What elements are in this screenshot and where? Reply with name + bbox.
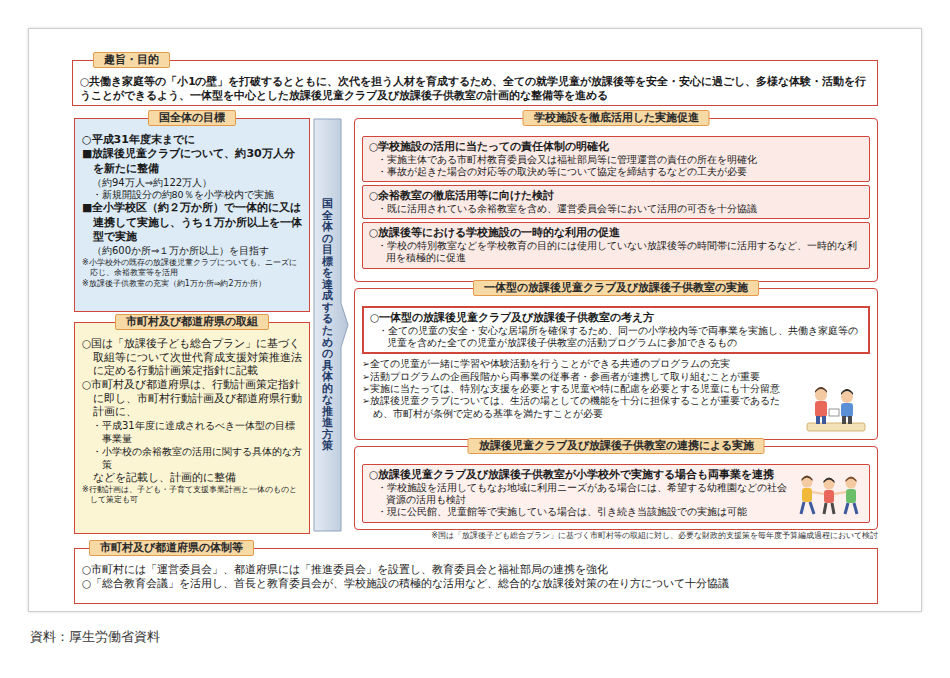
heading-tab: 国全体の目標 (148, 110, 236, 126)
body-text: などを記載し、計画的に整備 (82, 471, 302, 485)
box-title: ○余裕教室の徹底活用等に向けた検討 (369, 189, 863, 203)
heading-tab: 市町村及び都道府県の取組 (115, 314, 269, 330)
box-title: ○学校施設の活用に当たっての責任体制の明確化 (369, 140, 863, 154)
measure-box: ○放課後児童クラブ及び放課後子供教室が小学校外で実施する場合も両事業を連携・学校… (362, 464, 870, 523)
section-box: 放課後児童クラブ及び放課後子供教室の連携による実施○放課後児童クラブ及び放課後子… (354, 446, 878, 530)
pointer-item: ➢活動プログラムの企画段階から両事業の従事者・参画者が連携して取り組むことが重要 (362, 371, 870, 383)
figure-text: （約94万人⇒約122万人） (82, 176, 302, 189)
heading-tab: 一体型の放課後児童クラブ及び放課後子供教室の実施 (473, 280, 759, 296)
paragraph-text: ○市町村及び都道府県は、行動計画策定指針に即し、市町村行動計画及び都道府県行動計… (82, 378, 302, 419)
measure-box: ○余裕教室の徹底活用等に向けた検討・既に活用されている余裕教室を含め、運営委員会… (362, 185, 870, 219)
heading-tab: 市町村及び都道府県の体制等 (89, 540, 254, 556)
bullet-item: ・事故が起きた場合の対応等の取決め等について協定を締結するなどの工夫が必要 (369, 166, 863, 178)
strategy-arrow: 国全体の目標を達成するための具体的な推進方策 (313, 118, 349, 532)
vertical-text: 国全体の目標を達成するための具体的な推進方策 (322, 198, 333, 452)
pointer-item: ➢実施に当たっては、特別な支援を必要とする児童や特に配慮を必要とする児童にも十分… (362, 383, 870, 395)
footnote-text: ※国は「放課後子ども総合プラン」に基づく市町村等の取組に対し、必要な財政的支援策… (318, 531, 878, 541)
purpose-box: 趣旨・目的○共働き家庭等の「小1の壁」を打破するとともに、次代を担う人材を育成す… (72, 60, 878, 106)
goal-item: ■放課後児童クラブについて、約30万人分を新たに整備 (82, 147, 302, 176)
pointer-item: ➢全ての児童が一緒に学習や体験活動を行うことができる共通のプログラムの充実 (362, 358, 870, 370)
measure-box: ○放課後等における学校施設の一時的な利用の促進・学校の特別教室などを学校教育の目… (362, 222, 870, 268)
bullet-item: ・既に活用されている余裕教室を含め、運営委員会等において活用の可否を十分協議 (369, 203, 863, 215)
plan-box: 市町村及び都道府県の取組○国は「放課後子ども総合プラン」に基づく取組等について次… (74, 322, 310, 534)
paragraph-text: ○「総合教育会議」を活用し、首長と教育委員会が、学校施設の積極的な活用など、総合… (82, 577, 870, 591)
source-caption: 資料：厚生労働省資料 (30, 628, 160, 646)
goal-item: ■全小学校区（約２万か所）で一体的に又は連携して実施し、うち１万か所以上を一体型… (82, 201, 302, 244)
box-title: ○放課後等における学校施設の一時的な利用の促進 (369, 226, 863, 240)
section-box: 学校施設を徹底活用した実施促進○学校施設の活用に当たっての責任体制の明確化・実施… (354, 118, 878, 282)
box-title: ○放課後児童クラブ及び放課後子供教室が小学校外で実施する場合も両事業を連携 (369, 468, 791, 482)
bullet-item: ・全ての児童の安全・安心な居場所を確保するため、同一の小学校内等で両事業を実施し… (370, 325, 862, 350)
note-text: ※行動計画は、子ども・子育て支援事業計画と一体のものとして策定も可 (82, 485, 302, 505)
bullet-item: ・学校施設を活用してもなお地域に利用ニーズがある場合には、希望する幼稚園などの社… (369, 482, 791, 507)
figure-text: （約600か所⇒１万か所以上）を目指す (82, 244, 302, 257)
bullet-item: ・現に公民館、児童館等で実施している場合は、引き続き当該施設での実施は可能 (369, 506, 791, 518)
goal-box: 国全体の目標○平成31年度末までに■放課後児童クラブについて、約30万人分を新た… (74, 118, 310, 312)
paragraph-text: ○市町村には「運営委員会」、都道府県には「推進委員会」を設置し、教育委員会と福祉… (82, 563, 870, 577)
children-illustration (805, 383, 867, 433)
concept-box: ○一体型の放課後児童クラブ及び放課後子供教室の考え方・全ての児童の安全・安心な居… (362, 306, 870, 354)
note-text: ※小学校外の既存の放課後児童クラブについても、ニーズに応じ、余裕教室等を活用 (82, 258, 302, 278)
heading-tab: 放課後児童クラブ及び放課後子供教室の連携による実施 (468, 438, 765, 454)
lead-text: ○平成31年度末までに (82, 133, 302, 147)
sub-item: ・新規開設分の約80％を小学校内で実施 (82, 189, 302, 201)
bullet-item: ・学校の特別教室などを学校教育の目的には使用していない放課後等の時間帯に活用する… (369, 240, 863, 265)
list-item: ・小学校の余裕教室の活用に関する具体的な方策 (82, 445, 302, 471)
bullet-item: ・実施主体である市町村教育委員会又は福祉部局等に管理運営の責任の所在を明確化 (369, 154, 863, 166)
paragraph-text: ○国は「放課後子ども総合プラン」に基づく取組等について次世代育成支援対策推進法に… (82, 337, 302, 378)
children-illustration (795, 472, 863, 518)
heading-tab: 学校施設を徹底活用した実施促進 (523, 110, 710, 126)
heading-tab: 趣旨・目的 (93, 52, 170, 68)
system-box: 市町村及び都道府県の体制等○市町村には「運営委員会」、都道府県には「推進委員会」… (74, 548, 878, 604)
body-text: ○共働き家庭等の「小1の壁」を打破するとともに、次代を担う人材を育成するため、全… (80, 75, 870, 102)
list-item: ・平成31年度に達成されるべき一体型の目標事業量 (82, 419, 302, 445)
pointer-item: ➢放課後児童クラブについては、生活の場としての機能を十分に担保することが重要であ… (362, 395, 870, 420)
arrow-outline (314, 119, 348, 531)
measure-box: ○学校施設の活用に当たっての責任体制の明確化・実施主体である市町村教育委員会又は… (362, 136, 870, 182)
note-text: ※放課後子供教室の充実（約1万か所⇒約2万か所） (82, 279, 302, 289)
box-title: ○一体型の放課後児童クラブ及び放課後子供教室の考え方 (370, 311, 862, 325)
section-box: 一体型の放課後児童クラブ及び放課後子供教室の実施○一体型の放課後児童クラブ及び放… (354, 288, 878, 440)
